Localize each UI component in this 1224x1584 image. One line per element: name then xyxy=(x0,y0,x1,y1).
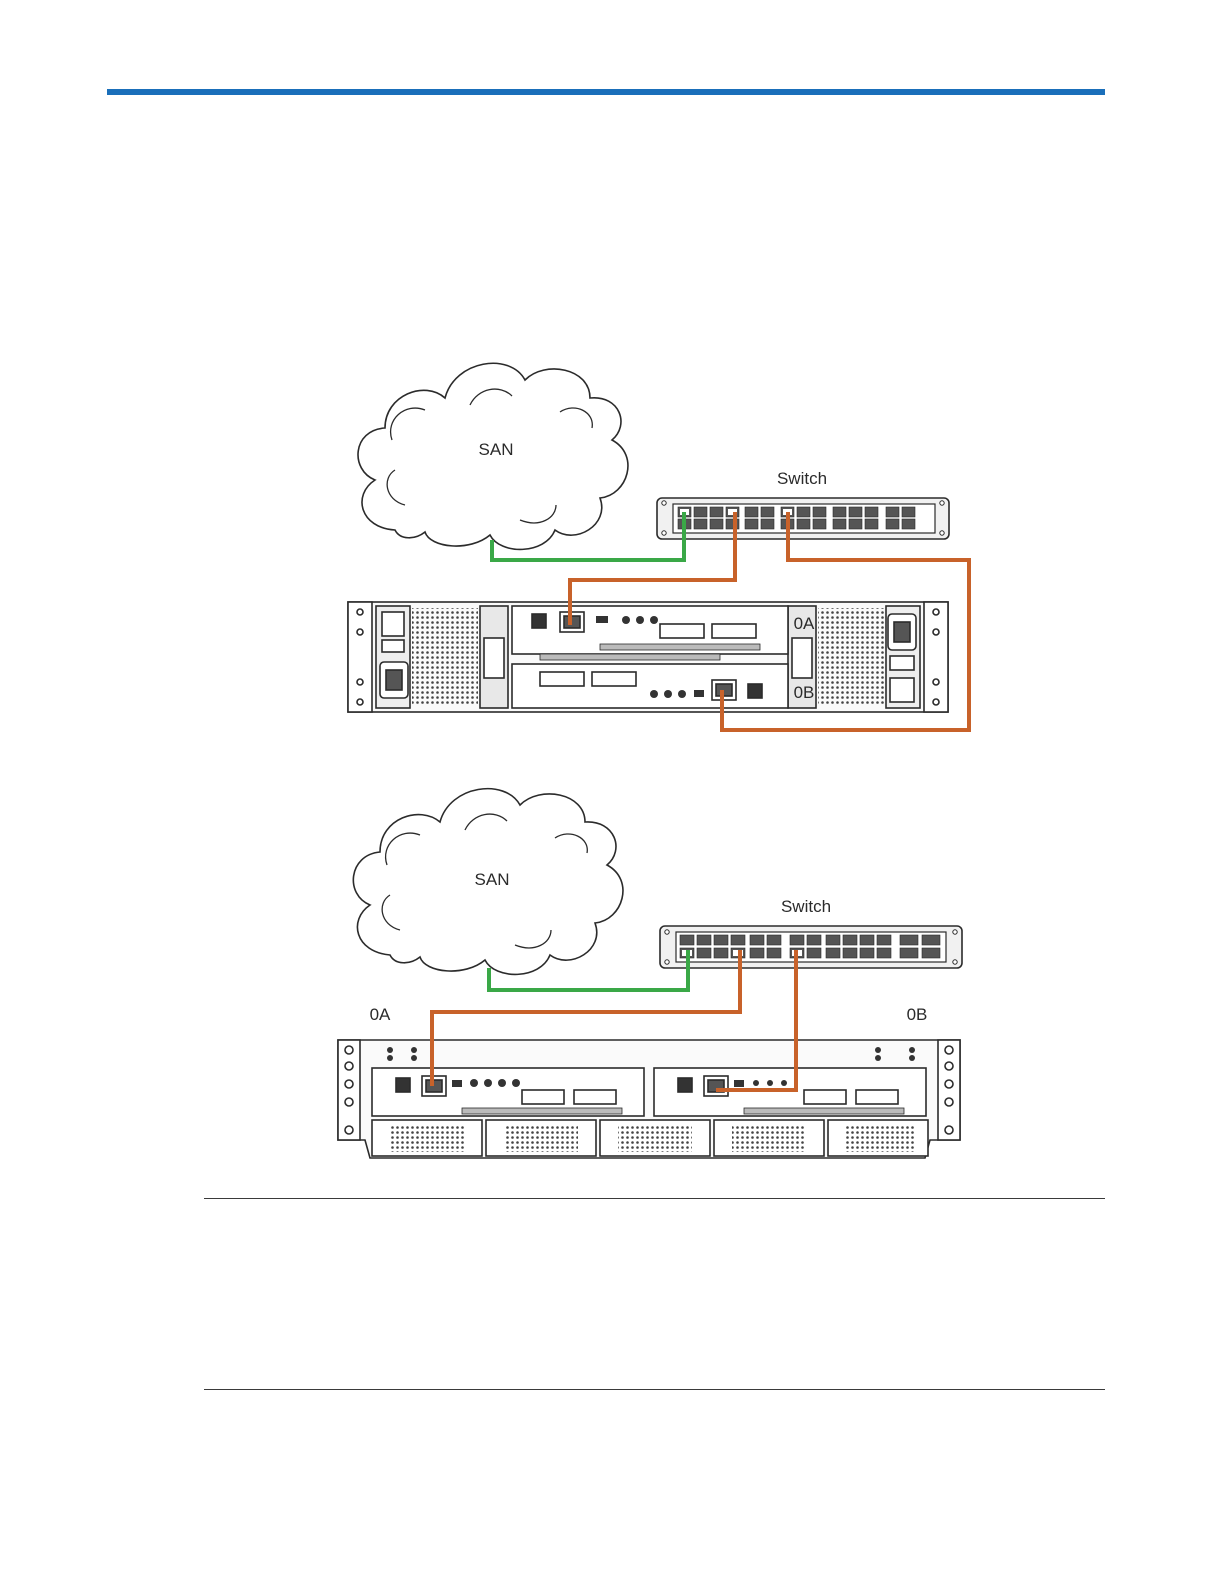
controller-a-label-1: 0A xyxy=(794,614,815,633)
controller-a-label-2: 0A xyxy=(370,1005,391,1024)
switch-label-1: Switch xyxy=(777,469,827,488)
controller-b-label-2: 0B xyxy=(907,1005,928,1024)
storage-enclosure-1 xyxy=(348,602,948,712)
diagram-1: SAN Switch xyxy=(348,363,969,730)
section-rule-bottom xyxy=(204,1389,1105,1390)
section-rule-top xyxy=(204,1198,1105,1199)
controller-b-label-1: 0B xyxy=(794,683,815,702)
switch-label-2: Switch xyxy=(781,897,831,916)
switch-2 xyxy=(660,926,962,968)
san-label-1: SAN xyxy=(479,440,514,459)
switch-1 xyxy=(657,498,949,539)
san-label-2: SAN xyxy=(475,870,510,889)
diagram-2: SAN Switch xyxy=(338,789,962,1158)
